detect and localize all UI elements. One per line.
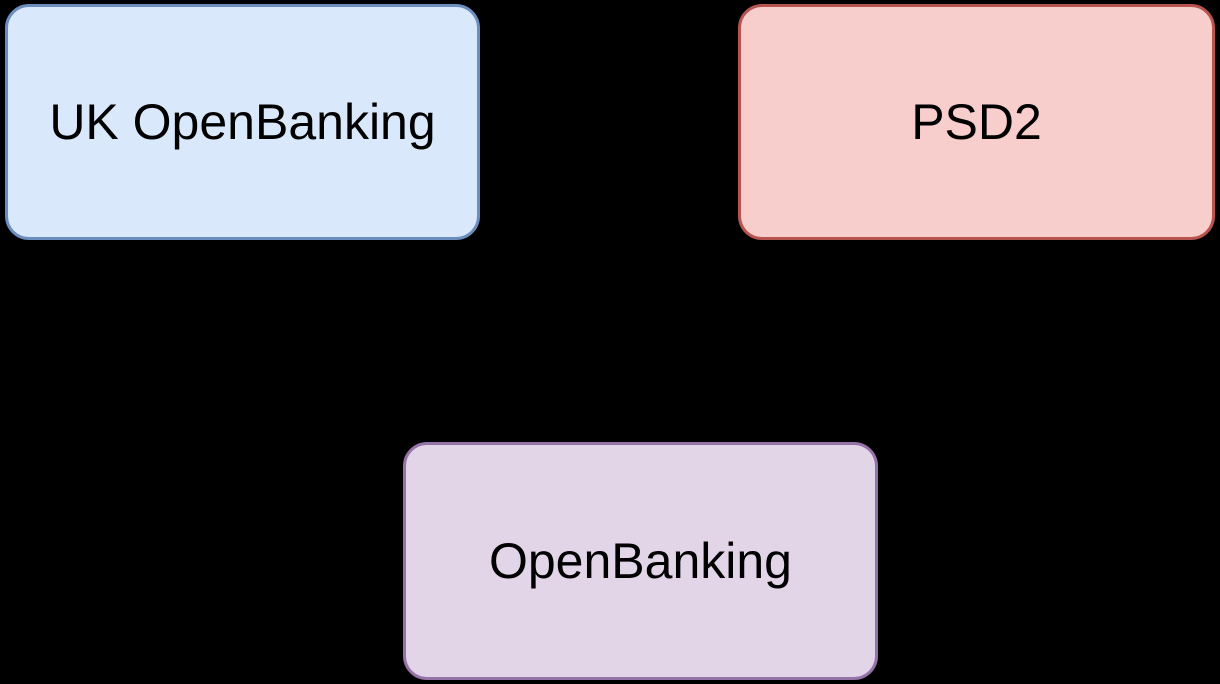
node-psd2: PSD2 — [738, 4, 1215, 240]
node-openbanking: OpenBanking — [403, 442, 878, 680]
node-uk-openbanking-label: UK OpenBanking — [49, 94, 436, 150]
node-openbanking-label: OpenBanking — [488, 533, 792, 589]
node-psd2-label: PSD2 — [911, 94, 1042, 150]
node-uk-openbanking: UK OpenBanking — [5, 4, 480, 240]
